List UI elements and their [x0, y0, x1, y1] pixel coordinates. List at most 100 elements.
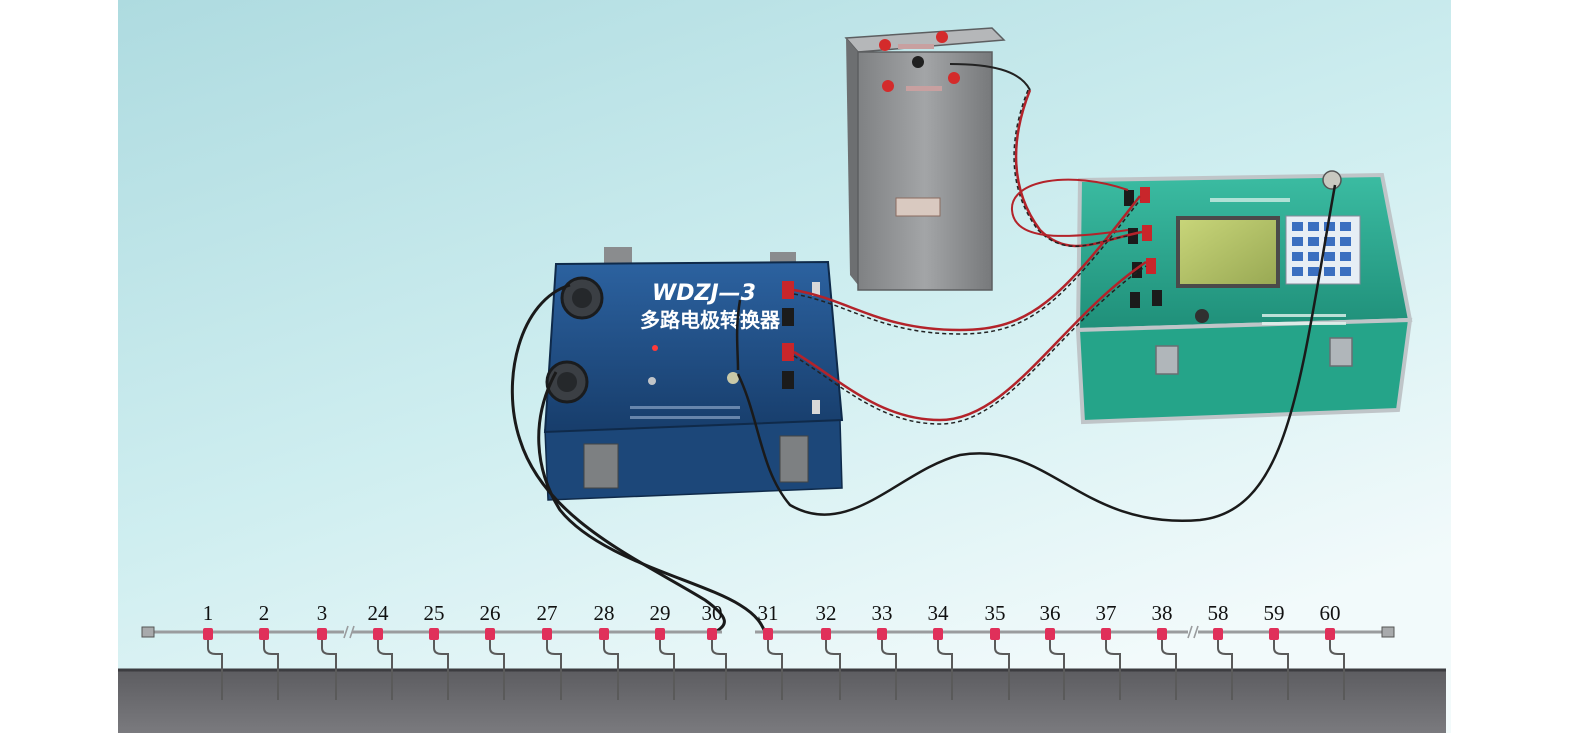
electrode-2: 2 [259, 601, 279, 700]
electrode-clip-icon [203, 628, 213, 640]
electrode-clip-icon [373, 628, 383, 640]
knob-icon [1322, 170, 1342, 190]
electrode-stake [711, 634, 727, 700]
electrode-number-label: 59 [1264, 601, 1285, 625]
black-terminal-icon [1124, 190, 1134, 206]
electrode-clip-icon [1045, 628, 1055, 640]
electrode-32: 32 [816, 601, 841, 700]
electrode-clip-icon [1325, 628, 1335, 640]
latch-icon [1155, 345, 1179, 375]
electrode-clip-icon [542, 628, 552, 640]
electrode-stake [207, 634, 223, 700]
electrode-clip-icon [259, 628, 269, 640]
electrode-stake [263, 634, 279, 700]
electrode-stake [1049, 634, 1065, 700]
electrode-24: 24 [368, 601, 393, 700]
electrode-27: 27 [537, 601, 562, 700]
power-supply-box [844, 27, 1006, 291]
connection-wires [510, 63, 1337, 634]
electrode-stake [1161, 634, 1177, 700]
electrode-stake [1273, 634, 1289, 700]
electrode-clip-icon [599, 628, 609, 640]
switcher-name: 多路电极转换器 [640, 308, 781, 332]
electrode-number-label: 25 [424, 601, 445, 625]
indicator-led-icon [652, 345, 658, 351]
black-terminal-icon [912, 56, 924, 68]
black-terminal-icon [1132, 262, 1142, 278]
electrode-number-label: 60 [1320, 601, 1341, 625]
electrode-stake [546, 634, 562, 700]
red-terminal-icon [882, 80, 894, 92]
electrode-number-label: 27 [537, 601, 558, 625]
knob-icon [727, 372, 739, 384]
electrode-clip-icon [1213, 628, 1223, 640]
black-terminal-icon [1152, 290, 1162, 306]
electrode-number-label: 26 [480, 601, 501, 625]
electrode-37: 37 [1096, 601, 1121, 700]
black-terminal-icon [782, 371, 794, 389]
electrode-number-label: 2 [259, 601, 270, 625]
electrode-stake [659, 634, 675, 700]
electrode-25: 25 [424, 601, 449, 700]
electrode-number-label: 29 [650, 601, 671, 625]
electrode-number-label: 36 [1040, 601, 1061, 625]
red-terminal-icon [936, 31, 948, 43]
electrode-clip-icon [485, 628, 495, 640]
electrode-clip-icon [877, 628, 887, 640]
electrode-29: 29 [650, 601, 675, 700]
electrode-clip-icon [655, 628, 665, 640]
electrode-clip-icon [1157, 628, 1167, 640]
red-terminal-icon [1146, 258, 1156, 274]
black-terminal-icon [1130, 292, 1140, 308]
electrode-number-label: 24 [368, 601, 390, 625]
black-terminal-icon [782, 308, 794, 326]
red-terminal-icon [948, 72, 960, 84]
electrode-number-label: 3 [317, 601, 328, 625]
electrode-number-label: 1 [203, 601, 214, 625]
power-button-icon [1195, 309, 1209, 323]
electrode-36: 36 [1040, 601, 1065, 700]
cable-end-connector-icon [141, 626, 155, 638]
electrode-stake [489, 634, 505, 700]
cable-end-connector-icon [1381, 626, 1395, 638]
electrode-34: 34 [928, 601, 953, 700]
electrode-stake [1217, 634, 1233, 700]
electrode-clip-icon [429, 628, 439, 640]
electrode-stake [825, 634, 841, 700]
electrode-clip-icon [990, 628, 1000, 640]
electrode-stake [767, 634, 783, 700]
electrode-stake [1329, 634, 1345, 700]
electrode-number-label: 31 [758, 601, 779, 625]
electrode-58: 58 [1208, 601, 1233, 700]
electrode-clip-icon [1269, 628, 1279, 640]
electrode-stake [881, 634, 897, 700]
electrode-clip-icon [933, 628, 943, 640]
break-mark-icon [343, 625, 355, 639]
electrode-clip-icon [707, 628, 717, 640]
toggle-switch-icon [648, 377, 656, 385]
electrode-stake [433, 634, 449, 700]
electrode-stake [321, 634, 337, 700]
electrode-stake [603, 634, 619, 700]
electrode-30: 30 [702, 601, 727, 700]
electrode-number-label: 37 [1096, 601, 1117, 625]
electrode-35: 35 [985, 601, 1010, 700]
electrode-33: 33 [872, 601, 897, 700]
electrode-number-label: 58 [1208, 601, 1229, 625]
electrode-clip-icon [1101, 628, 1111, 640]
electrode-stake [1105, 634, 1121, 700]
red-terminal-icon [1140, 187, 1150, 203]
electrode-60: 60 [1320, 601, 1345, 700]
electrode-stake [377, 634, 393, 700]
red-terminal-icon [1142, 225, 1152, 241]
electrode-switcher-box: WDZJ—3 多路电极转换器 [543, 247, 844, 501]
electrode-number-label: 38 [1152, 601, 1173, 625]
red-terminal-icon [782, 281, 794, 299]
electrode-number-label: 35 [985, 601, 1006, 625]
electrode-clip-icon [821, 628, 831, 640]
electrode-number-label: 34 [928, 601, 950, 625]
break-mark-icon [1187, 625, 1199, 639]
latch-icon [1329, 337, 1353, 367]
electrode-38: 38 [1152, 601, 1177, 700]
